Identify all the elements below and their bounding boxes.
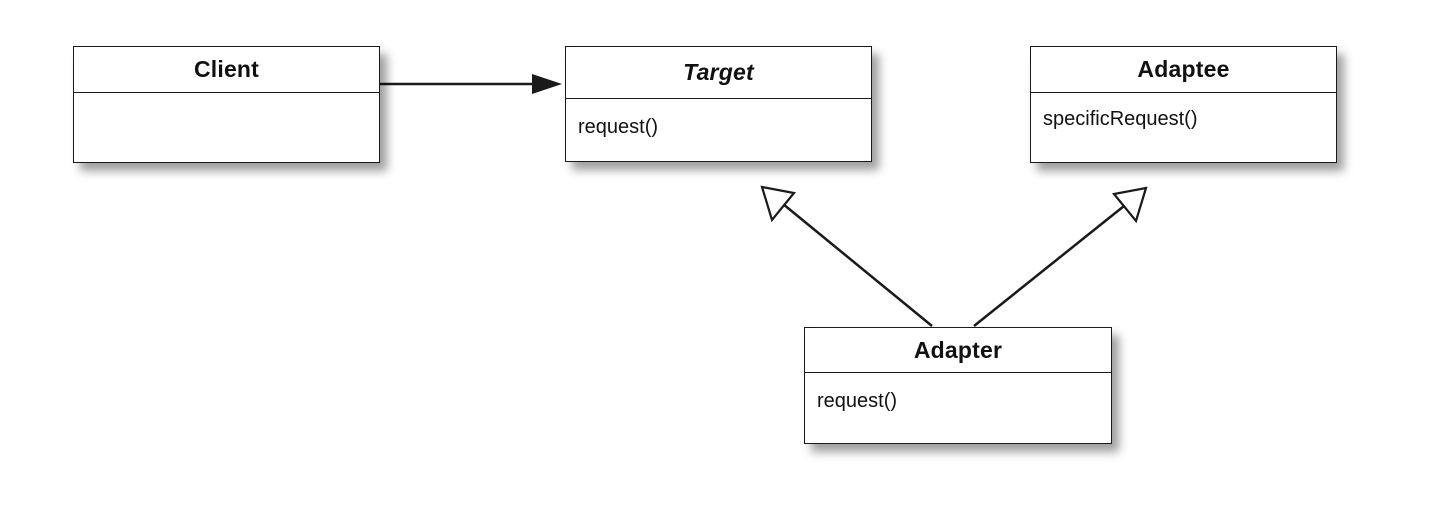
class-adapter-name: Adapter	[805, 328, 1111, 373]
class-adaptee-method: specificRequest()	[1043, 108, 1198, 130]
generalization-adapter-target-arrowhead	[760, 185, 797, 223]
class-adaptee-name: Adaptee	[1031, 47, 1336, 93]
class-adapter: Adapter request()	[804, 327, 1112, 444]
class-client: Client	[73, 46, 380, 163]
class-adaptee-methods: specificRequest()	[1031, 93, 1336, 162]
class-client-name: Client	[74, 47, 379, 93]
class-client-methods	[74, 93, 379, 162]
class-adaptee: Adaptee specificRequest()	[1030, 46, 1337, 163]
class-target-method: request()	[578, 116, 659, 138]
association-client-target-arrowhead	[532, 74, 562, 94]
class-target-methods: request()	[566, 99, 871, 161]
generalization-adapter-target-line	[782, 203, 933, 327]
class-adapter-methods: request()	[805, 373, 1111, 443]
class-target: Target request()	[565, 46, 872, 162]
generalization-adapter-adaptee-arrowhead	[1111, 186, 1148, 224]
class-adapter-method: request()	[817, 390, 898, 412]
generalization-adapter-adaptee-line	[973, 205, 1125, 327]
class-target-name: Target	[566, 47, 871, 99]
